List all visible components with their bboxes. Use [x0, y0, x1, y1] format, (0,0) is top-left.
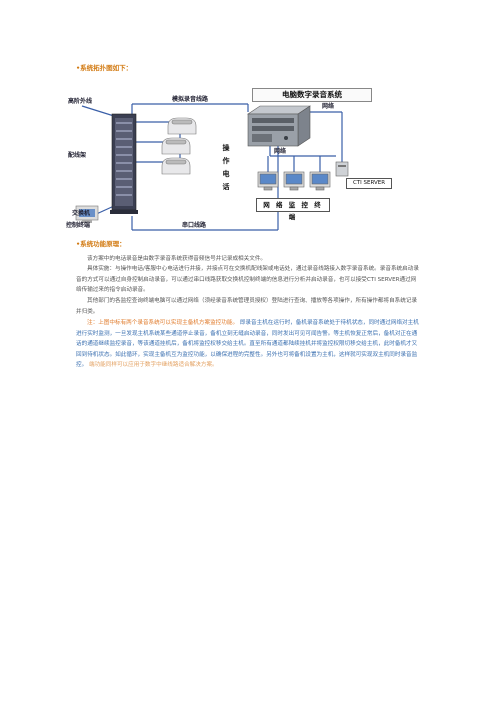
- trunk-line-label: 高阶外线: [68, 98, 93, 105]
- operator-console-label: 操作电话: [222, 144, 230, 191]
- note-suffix: 端功能同样可以应用于数字中继线路适合解决方案。: [88, 362, 218, 369]
- monitor-terminal-label: 网 络 监 控 终 端: [256, 198, 330, 221]
- monitor-3: [309, 171, 331, 191]
- paragraph-intro: 该方案中的电话录音是由数字录音系统获得音频信号并记录成相关文件。: [87, 256, 267, 262]
- exchange-cabinet: [110, 113, 138, 214]
- paragraph-implementation: 具体实施：与操作电话/客服中心电话进行并接，并接点可在交换机配线架或电话处，通过…: [76, 266, 419, 294]
- monitor-2: [283, 171, 305, 191]
- analog-line-label: 模拟录音线路: [172, 96, 209, 103]
- network-label-top: 网络: [322, 103, 335, 110]
- phone-2: [161, 137, 191, 155]
- operator-phones: [161, 117, 197, 175]
- exchange-label: 交换机: [72, 210, 91, 217]
- connection-lines: [81, 103, 343, 231]
- network-label-mid: 网络: [274, 148, 287, 155]
- cti-server-tower: [335, 161, 349, 177]
- topology-heading: •系统拓扑图如下：: [76, 64, 133, 72]
- cti-server-label: CTI SERVER: [346, 178, 392, 189]
- phone-3: [161, 157, 191, 175]
- monitor-terminals: [257, 171, 331, 191]
- topology-diagram: 电脑数字录音系统 高阶外线 模拟录音线路 网络 网络 配线架 交换机 控制终端 …: [66, 80, 392, 240]
- control-terminal-pc: [75, 205, 99, 223]
- phone-1: [167, 117, 197, 135]
- paragraph-monitoring: 其他部门的各监控查询终端电脑可以通过网络（须经录音系统管理员授权）登陆进行查询、…: [76, 298, 418, 315]
- diagram-title: 电脑数字录音系统: [252, 88, 372, 102]
- note-prefix: 注：上图中标有两个录音系统可以实现主备机方案监控功能。: [87, 320, 239, 326]
- note-body: 即录音主机在运行时，备机录音系统处于待机状态，同时通过网络对主机进行实时监测，一…: [76, 320, 419, 369]
- control-terminal-label: 控制终端: [66, 222, 91, 229]
- monitor-1: [257, 171, 279, 191]
- recording-server: [247, 105, 311, 147]
- topology-svg: [75, 103, 349, 231]
- trunk-line: [81, 105, 115, 117]
- paragraph-note: 注：上图中标有两个录音系统可以实现主备机方案监控功能。 即录音主机在运行时，备机…: [76, 318, 420, 371]
- switch-label: 配线架: [68, 152, 87, 159]
- function-heading: •系统功能原理：: [76, 240, 126, 248]
- serial-line-label: 串口线路: [182, 222, 207, 229]
